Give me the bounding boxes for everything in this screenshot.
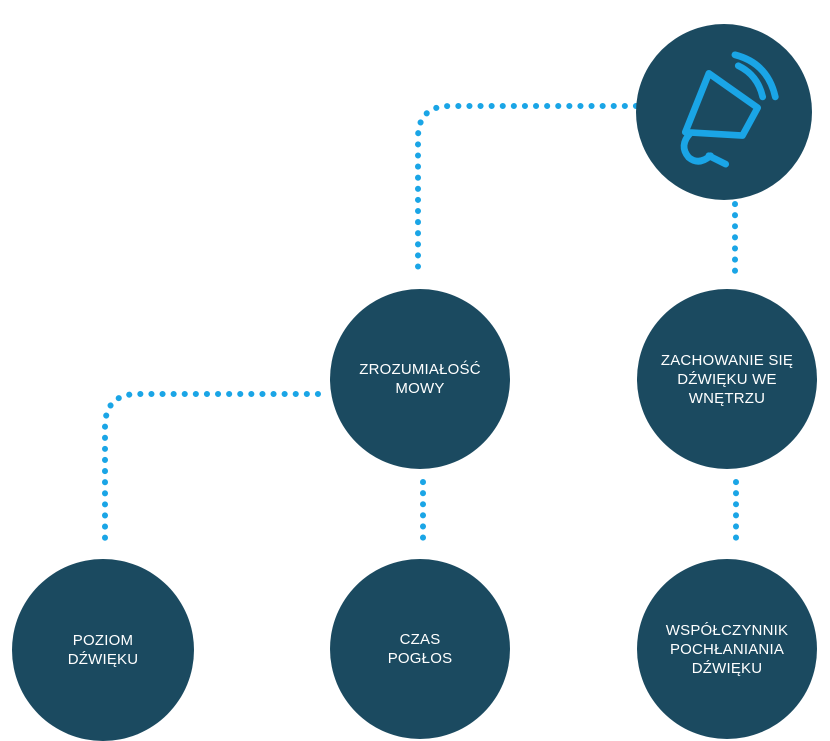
node-label-line: WSPÓŁCZYNNIK (665, 621, 789, 639)
megaphone-icon (680, 51, 779, 168)
node-label-line: POGŁOS (387, 650, 453, 667)
room-sound-behavior-node: ZACHOWANIE SIĘ DŹWIĘKU WE WNĘTRZU (637, 289, 817, 469)
speech-intelligibility-node: ZROZUMIAŁOŚĆ MOWY (330, 289, 510, 469)
absorption-coefficient-node: WSPÓŁCZYNNIK POCHŁANIANIA DŹWIĘKU (637, 559, 817, 739)
node-label: POZIOM DŹWIĘKU (68, 631, 139, 669)
root-node (636, 24, 812, 200)
node-label-line: WNĘTRZU (688, 389, 766, 407)
node-label-line: POZIOM (72, 632, 134, 649)
connector-root-to-speech (415, 103, 639, 275)
reverb-time-node: CZAS POGŁOS (330, 559, 510, 739)
node-label-line: DŹWIĘKU (691, 659, 763, 677)
node-label: ZACHOWANIE SIĘ DŹWIĘKU WE WNĘTRZU (661, 351, 793, 408)
node-label-line: ZROZUMIAŁOŚĆ (359, 361, 481, 378)
node-label-line: CZAS (399, 631, 441, 648)
connector-speech-to-level (102, 391, 321, 551)
node-label: CZAS POGŁOS (388, 630, 453, 668)
node-label-line: MOWY (395, 380, 445, 397)
node-label-line: POCHŁANIANIA (669, 640, 785, 658)
node-label: WSPÓŁCZYNNIK POCHŁANIANIA DŹWIĘKU (666, 621, 788, 678)
sound-level-node: POZIOM DŹWIĘKU (12, 559, 194, 741)
node-label-line: ZACHOWANIE SIĘ (660, 351, 794, 369)
node-label-line: DŹWIĘKU (67, 651, 139, 668)
node-label: ZROZUMIAŁOŚĆ MOWY (359, 360, 481, 398)
node-label-line: DŹWIĘKU WE (677, 370, 777, 388)
